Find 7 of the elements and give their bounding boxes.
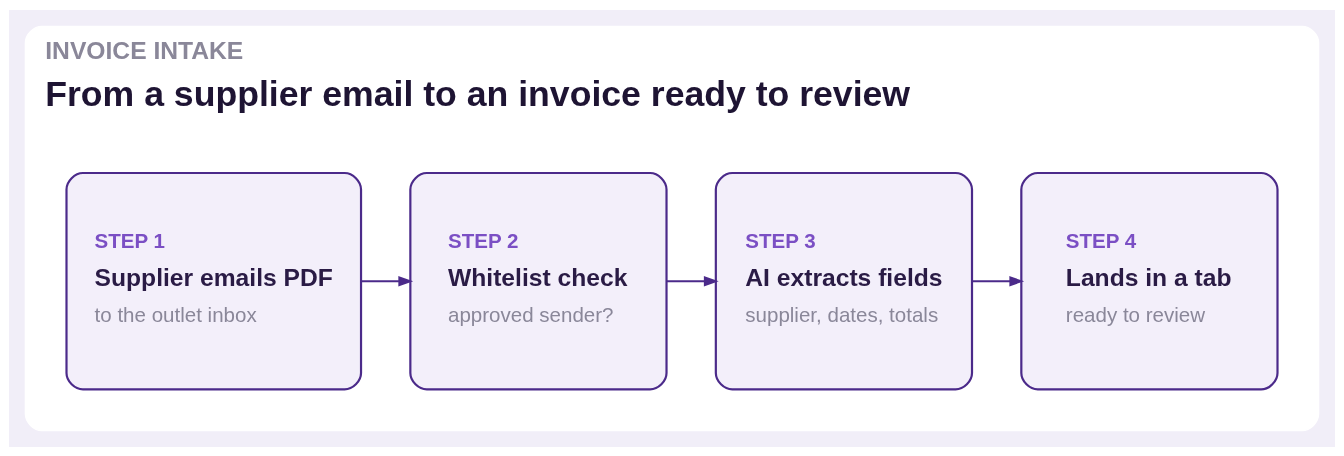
node-box: STEP 3 AI extracts fields supplier, dates, totals — [714, 171, 974, 391]
arrow — [971, 275, 1025, 286]
arrow — [360, 275, 414, 286]
node-box: STEP 4 Lands in a tab ready to review — [1020, 171, 1279, 391]
arrow — [665, 275, 719, 286]
node-box: STEP 2 Whitelist check approved sender? — [409, 171, 668, 391]
node-box: STEP 1 Supplier emails PDF to the outlet inbox — [65, 171, 363, 391]
